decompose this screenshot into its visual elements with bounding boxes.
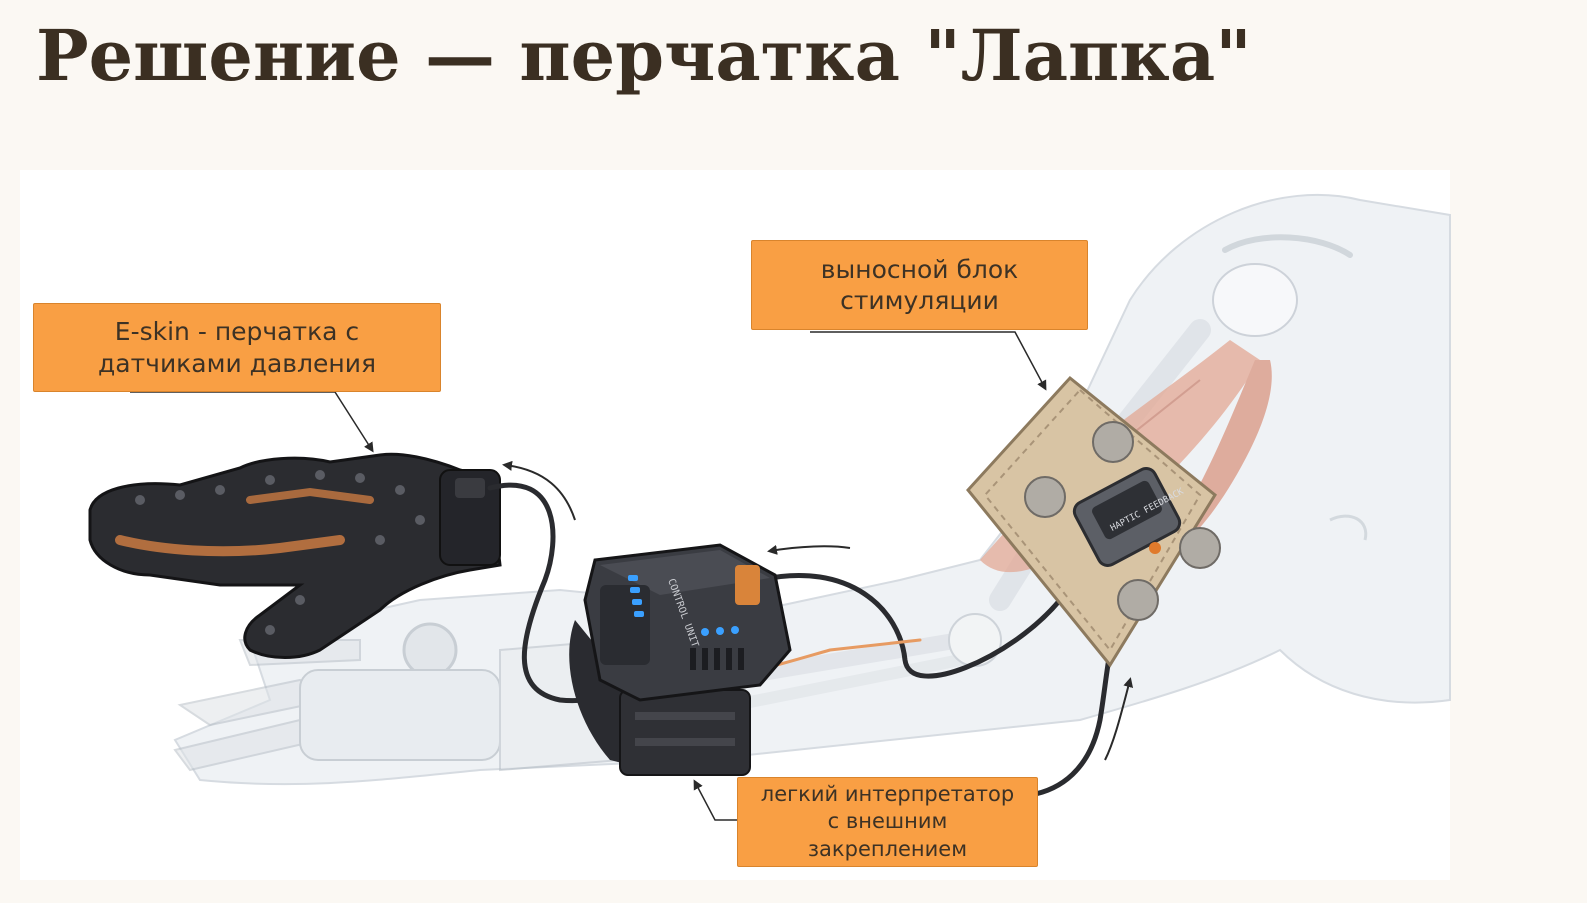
control-unit: CONTROL UNIT (569, 543, 792, 776)
page-title: Решение — перчатка "Лапка" (36, 14, 1252, 97)
callout-e-skin-glove-text: E-skin - перчатка с датчиками давления (98, 317, 376, 378)
flow-arrows (502, 460, 1134, 761)
e-skin-glove (88, 452, 502, 659)
callout-interpreter: легкий интерпретатор с внешним закреплен… (737, 777, 1038, 867)
stimulation-cuff: HAPTIC FEEDBACK (966, 375, 1221, 668)
callout-e-skin-glove: E-skin - перчатка с датчиками давления (33, 303, 441, 392)
callout-pointers (130, 331, 1047, 821)
callout-stimulation-block: выносной блок стимуляции (751, 240, 1088, 330)
callout-interpreter-text: легкий интерпретатор с внешним закреплен… (760, 782, 1015, 861)
callout-stimulation-block-text: выносной блок стимуляции (820, 254, 1019, 315)
